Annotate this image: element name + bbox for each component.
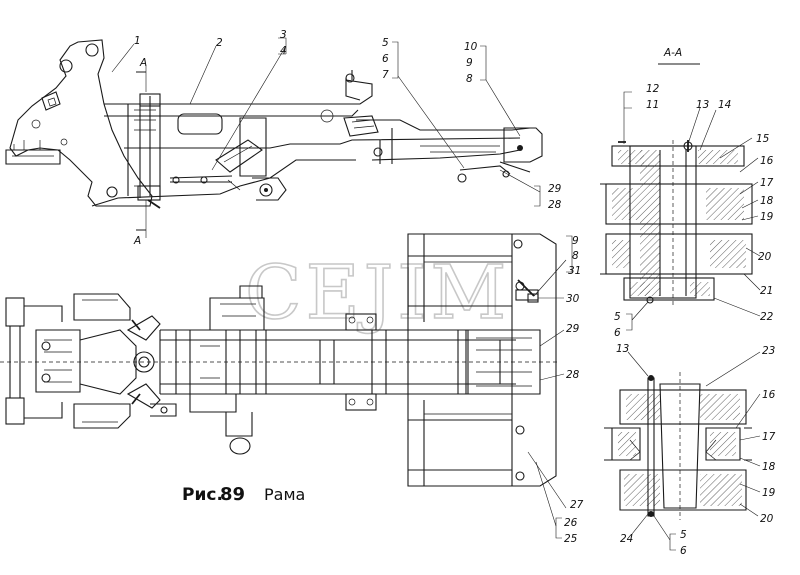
callout-26: 26	[564, 517, 578, 529]
callout-3: 3	[280, 29, 287, 41]
callout-16: 16	[762, 389, 776, 401]
callout-18: 18	[760, 195, 774, 207]
callout-12: 12	[646, 83, 660, 95]
callout-17: 17	[762, 431, 776, 443]
callout-17: 17	[760, 177, 774, 189]
callout-29: 29	[548, 183, 562, 195]
side-view-callouts: 1 2 3 4 5 6 7 10 9 8 29 28 A A	[133, 29, 562, 247]
frame-plan-view	[0, 233, 560, 487]
callout-1: 1	[134, 35, 141, 47]
callout-5: 5	[680, 529, 687, 541]
callout-13: 13	[616, 343, 629, 355]
callout-19: 19	[760, 211, 774, 223]
callout-5: 5	[382, 37, 389, 49]
callout-25: 25	[564, 533, 578, 545]
side-view-leaders	[111, 37, 541, 207]
callout-6: 6	[614, 327, 621, 339]
callout-5: 5	[614, 311, 621, 323]
figure-caption: Рис. 89 Рама	[182, 484, 305, 505]
callout-28: 28	[566, 369, 580, 381]
callout-21: 21	[760, 285, 773, 297]
callout-10: 10	[464, 41, 478, 53]
callout-15: 15	[756, 133, 770, 145]
callout-7: 7	[382, 69, 389, 81]
callout-18: 18	[762, 461, 776, 473]
callout-9: 9	[572, 235, 579, 247]
callout-11: 11	[646, 99, 659, 111]
watermark: CEJIM	[245, 250, 510, 336]
callout-23: 23	[762, 345, 775, 357]
callout-28: 28	[548, 199, 562, 211]
callout-19: 19	[762, 487, 776, 499]
callout-6: 6	[382, 53, 389, 65]
callout-16: 16	[760, 155, 774, 167]
callout-13: 13	[696, 99, 709, 111]
callout-2: 2	[216, 37, 223, 49]
callout-20: 20	[758, 251, 772, 263]
callout-8: 8	[572, 250, 579, 262]
caption-number: 89	[220, 484, 245, 505]
plan-view-leaders	[527, 235, 573, 539]
section-mark: A-A	[663, 47, 682, 59]
frame-side-view	[5, 39, 543, 238]
cut-mark-top: A	[139, 57, 147, 69]
section-lower-leaders	[627, 351, 761, 551]
section-lower-callouts: 23 13 16 17 18 19 20 24 5 6	[616, 343, 776, 557]
callout-22: 22	[760, 311, 774, 323]
section-a-a-title: A-A	[658, 47, 700, 65]
section-upper-callouts: 12 11 13 14 15 16 17 18 19 20 21 22 5 6	[614, 83, 774, 339]
callout-8: 8	[466, 73, 473, 85]
callout-6: 6	[680, 545, 687, 557]
section-upper	[600, 140, 753, 306]
section-upper-leaders	[623, 91, 761, 331]
plan-view-callouts: 9 8 31 30 29 28 27 26 25	[564, 235, 584, 545]
section-lower	[604, 372, 752, 520]
cut-mark-bottom: A	[133, 235, 141, 247]
callout-24: 24	[620, 533, 633, 545]
callout-20: 20	[760, 513, 774, 525]
callout-14: 14	[718, 99, 731, 111]
callout-30: 30	[566, 293, 580, 305]
callout-29: 29	[566, 323, 580, 335]
caption-prefix: Рис.	[182, 485, 223, 505]
caption-title: Рама	[264, 485, 305, 504]
callout-9: 9	[466, 57, 473, 69]
callout-4: 4	[280, 45, 287, 57]
callout-31: 31	[568, 265, 581, 277]
callout-27: 27	[570, 499, 584, 511]
